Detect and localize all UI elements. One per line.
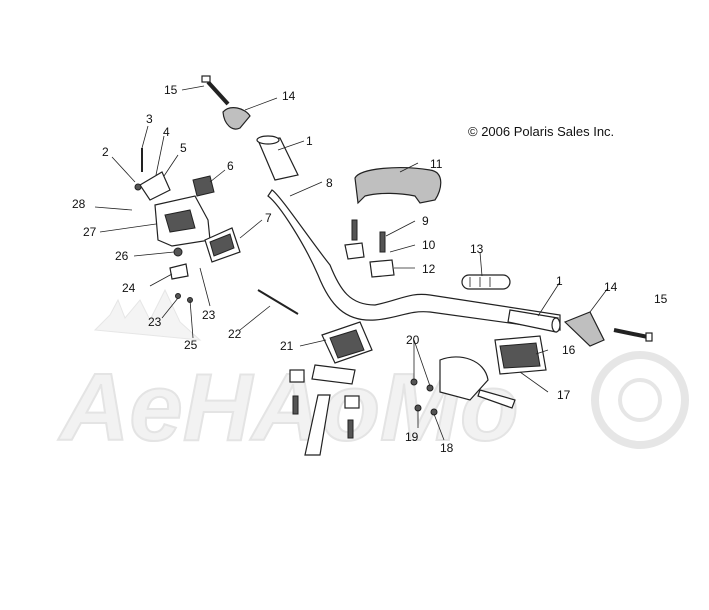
callout-25: 25 xyxy=(184,338,198,352)
callout-17: 17 xyxy=(557,388,571,402)
grip-part-1-upper xyxy=(256,135,299,181)
bracket-part-21 xyxy=(321,321,373,364)
plate-part-7 xyxy=(204,227,241,263)
end-cap-part-14-left xyxy=(222,107,251,130)
callout-4: 4 xyxy=(163,125,170,139)
callout-23-left: 23 xyxy=(148,315,162,329)
callout-13: 13 xyxy=(470,242,484,256)
callout-16: 16 xyxy=(562,343,576,357)
callout-1-upper: 1 xyxy=(306,134,313,148)
callout-18: 18 xyxy=(440,441,454,455)
callout-8: 8 xyxy=(326,176,333,190)
callout-19: 19 xyxy=(405,430,419,444)
callout-15-right: 15 xyxy=(654,292,668,306)
small-parts-24-26 xyxy=(169,247,193,303)
grip-part-13 xyxy=(461,274,511,290)
callout-20: 20 xyxy=(406,333,420,347)
end-cap-part-14-right xyxy=(563,311,605,347)
callout-11: 11 xyxy=(430,157,443,171)
callout-1-right: 1 xyxy=(556,274,563,288)
bolt-part-15-right xyxy=(613,328,653,342)
callout-10: 10 xyxy=(422,238,436,252)
steering-stem xyxy=(289,364,360,456)
callout-9: 9 xyxy=(422,214,429,228)
callout-2: 2 xyxy=(102,145,109,159)
callout-28: 28 xyxy=(72,197,86,211)
callout-24: 24 xyxy=(122,281,136,295)
callout-5: 5 xyxy=(180,141,187,155)
callout-14-left: 14 xyxy=(282,89,296,103)
grip-part-1-right xyxy=(507,309,561,333)
cable-part-22 xyxy=(257,289,299,315)
callout-26: 26 xyxy=(115,249,129,263)
brake-assembly-16-17 xyxy=(439,335,547,409)
callout-14-right: 14 xyxy=(604,280,618,294)
handlebar-part-8 xyxy=(267,189,561,331)
callout-3: 3 xyxy=(146,112,153,126)
callout-12: 12 xyxy=(422,262,436,276)
callout-22: 22 xyxy=(228,327,242,341)
callout-23-right: 23 xyxy=(202,308,216,322)
callout-21: 21 xyxy=(280,339,294,353)
switch-part-6 xyxy=(192,175,215,197)
callout-15-left: 15 xyxy=(164,83,178,97)
bolts-18-19-20 xyxy=(410,378,438,416)
callout-labels: 15 14 1 3 4 2 5 6 28 27 7 26 24 23 25 23… xyxy=(72,83,668,455)
copyright-text: © 2006 Polaris Sales Inc. xyxy=(468,124,614,139)
callout-6: 6 xyxy=(227,159,234,173)
bracket-parts-2-to-5 xyxy=(134,148,171,201)
control-housing-part-27 xyxy=(154,195,211,247)
bolt-part-15-left xyxy=(201,75,230,106)
clamp-assembly-9-10-12 xyxy=(344,219,395,278)
callout-7: 7 xyxy=(265,211,272,225)
bar-pad-part-11 xyxy=(354,167,442,205)
leader-lines xyxy=(94,85,609,441)
callout-27: 27 xyxy=(83,225,97,239)
